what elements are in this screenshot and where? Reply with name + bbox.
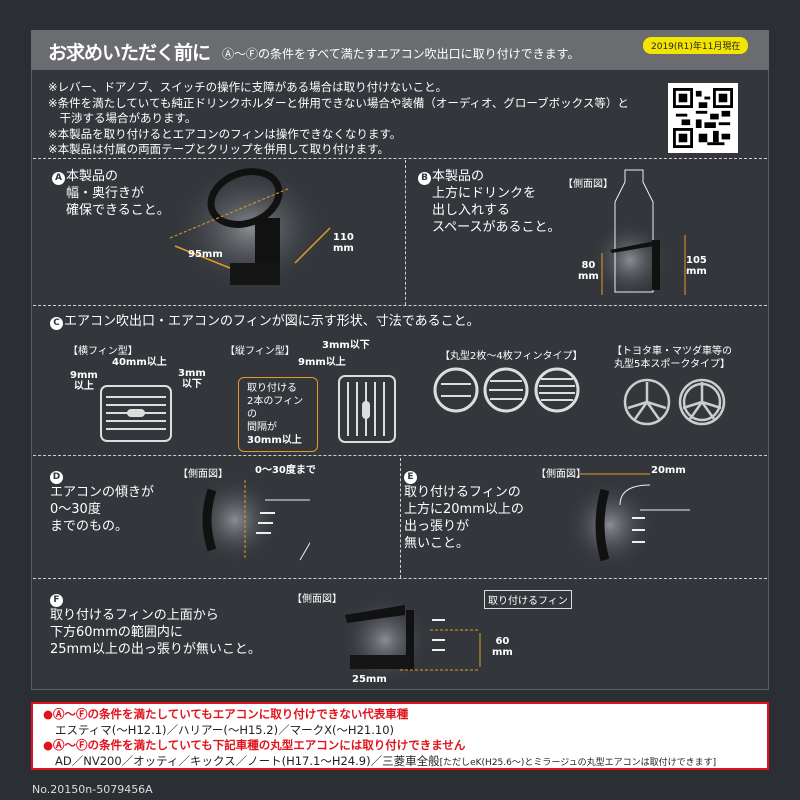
info-panel [31,30,769,690]
qr-code-icon [673,88,733,148]
warning-title: ●Ⓐ〜Ⓕの条件を満たしていてもエアコンに取り付けできない代表車種 [43,707,409,721]
mark-b: B [418,172,431,185]
round-fin-label: 【丸型2枚〜4枚フィンタイプ】 [440,351,583,362]
warning-note: [ただしeK(H25.6〜)とミラージュの丸型エアコンは取付けできます] [439,757,717,768]
note: 干渉する場合があります。 [48,111,197,125]
bottle-illustration [590,169,686,300]
side-view-label: 【側面図】 [563,179,613,190]
warning-body: エスティマ(〜H12.1)／ハリアー(〜H15.2)／マークX(〜H21.10) [55,722,394,737]
protrusion-20-label: 20mm [651,465,686,476]
fin-3-below-label: 3mm以下 [322,340,370,351]
horizontal-fin-vent-icon [100,385,172,442]
width-dimension: 95mm [188,249,223,260]
divider [33,158,767,159]
divider [33,305,767,306]
product-dimension-illustration [169,168,331,293]
date-badge: 2019(R1)年11月現在 [643,37,749,54]
note: ※条件を満たしていても純正ドリンクホルダーと併用できない場合や装備（オーディオ、… [48,95,629,110]
side-view-label: 【側面図】 [536,469,586,480]
spoke-type-label: 【トヨタ車・マツダ車等の丸型5本スポークタイプ】 [612,346,732,370]
mark-c: C [50,317,63,330]
section-e-text: E 取り付けるフィンの上方に20mm以上の出っ張りが無いこと。 [404,471,524,551]
divider [400,458,401,578]
fin-label: 取り付けるフィン [484,590,572,609]
warning-title: ●Ⓐ〜Ⓕの条件を満たしていても下記車種の丸型エアコンには取り付けできません [43,738,466,752]
page-subtitle: Ⓐ〜Ⓕの条件をすべて満たすエアコン吹出口に取り付けできます。 [222,47,580,61]
protrusion-side-view-illustration [565,473,690,570]
notes-list: ※レバー、ドアノブ、スイッチの操作に支障がある場合は取り付けないこと。 ※条件を… [48,80,629,158]
incompatible-vehicles-box: ●Ⓐ〜Ⓕの条件を満たしていてもエアコンに取り付けできない代表車種 エスティマ(〜… [31,702,769,770]
product-number: No.20150n-5079456A [32,783,153,796]
divider [33,578,767,579]
vertical-fin-label: 【縦フィン型】 [225,346,295,357]
mark-e: E [404,471,417,484]
mark-f: F [50,594,63,607]
round-vent-icons [433,367,580,413]
divider [33,455,767,456]
qr-code[interactable] [668,83,738,153]
width-25-label: 25mm [352,674,387,685]
horizontal-fin-label: 【横フィン型】 [68,346,138,357]
note: ※本製品は付属の両面テープとクリップを併用して取り付けます。 [48,142,389,156]
side-view-label: 【側面図】 [178,469,228,480]
gap-9-above-label: 9mm以上 [298,357,346,368]
page-title: お求めいただく前に [48,42,211,64]
mark-d: D [50,471,63,484]
angle-label: 0〜30度まで [255,465,316,476]
width-40-label: 40mm以上 [112,357,167,368]
note: ※レバー、ドアノブ、スイッチの操作に支障がある場合は取り付けないこと。 [48,80,448,94]
note: ※本製品を取り付けるとエアコンのフィンは操作できなくなります。 [48,126,402,141]
spoke-vent-icons [623,378,726,426]
divider [405,160,406,305]
warning-body: AD／NV200／オッティ／キックス／ノート(H17.1〜H24.9)／三菱車全… [55,753,440,768]
tilt-side-view-illustration [190,475,310,565]
side-view-label: 【側面図】 [292,594,342,605]
vertical-fin-vent-icon [338,375,396,443]
clearance-side-view-illustration [340,595,481,685]
mark-a: A [52,172,65,185]
